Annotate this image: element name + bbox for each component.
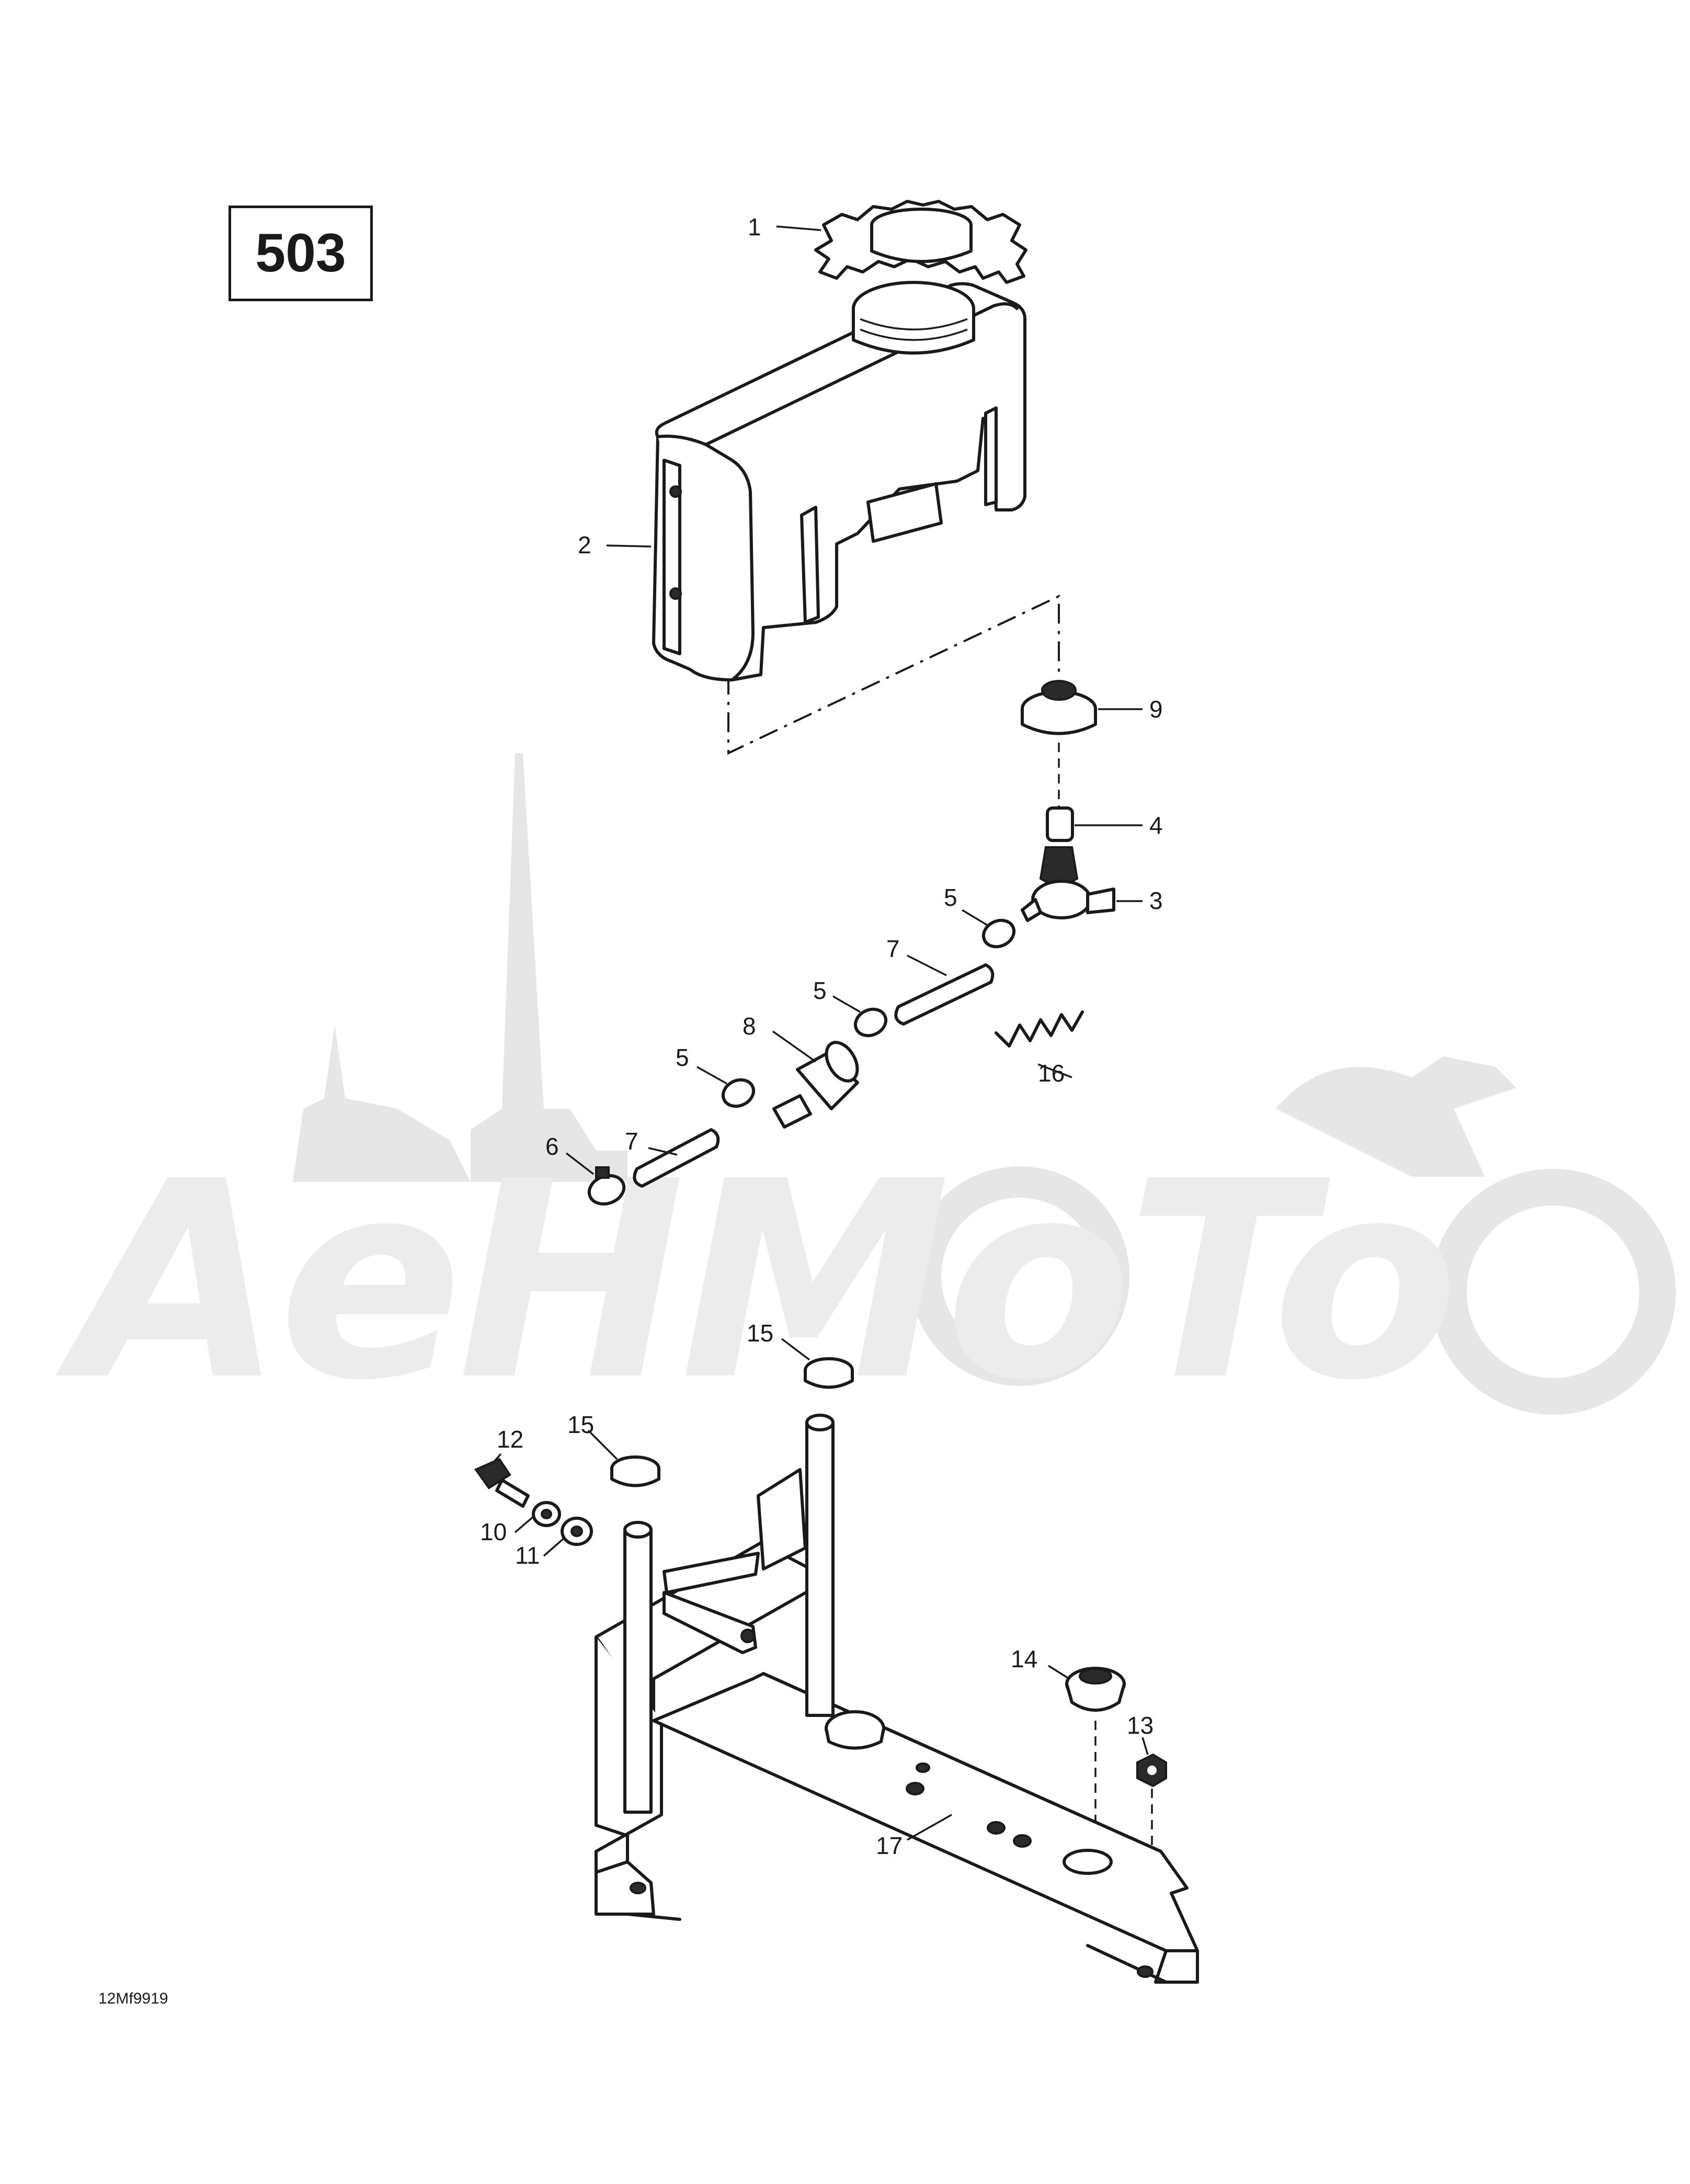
watermark: AeHMoTo [52, 753, 1676, 1440]
callout-6: 6 [545, 1133, 559, 1160]
callout-5-middle: 5 [813, 977, 827, 1004]
page-number-box: 503 [229, 206, 373, 301]
callout-10: 10 [480, 1518, 507, 1545]
part-5-hose-clamps [721, 918, 1016, 1108]
leader-lines [490, 225, 1149, 1841]
callout-17: 17 [876, 1832, 903, 1859]
part-14-grommet [1065, 1667, 1126, 1862]
callout-2: 2 [578, 531, 591, 559]
part-17-support-frame [595, 1414, 1199, 1984]
watermark-wheel-rear [910, 1166, 1129, 1386]
part-8-fuel-filter [772, 1041, 859, 1129]
callout-5-lower: 5 [676, 1044, 689, 1071]
part-10-11-washers [532, 1501, 593, 1546]
callout-4: 4 [1149, 812, 1163, 839]
part-9-grommet [1021, 680, 1097, 735]
part-4-fuel-pickup [1046, 743, 1074, 842]
callout-9: 9 [1149, 696, 1163, 723]
callout-5-upper: 5 [944, 884, 957, 911]
part-16-spring [995, 1010, 1084, 1048]
assembly-path-line [727, 594, 1060, 755]
callout-8: 8 [743, 1013, 756, 1040]
callout-13: 13 [1127, 1712, 1154, 1739]
part-6-clamp [587, 1166, 626, 1206]
callout-7-lower: 7 [625, 1128, 638, 1155]
drawing-code: 12Mf9919 [98, 1990, 168, 2007]
callout-15-upper: 15 [747, 1320, 773, 1347]
callout-7-upper: 7 [886, 935, 900, 962]
watermark-wheel-front [1430, 1169, 1676, 1415]
callout-15-lower: 15 [567, 1411, 594, 1438]
page-number: 503 [255, 223, 346, 283]
part-2-fuel-tank [652, 281, 1026, 681]
watermark-text: AeHMoTo [52, 1123, 1454, 1440]
callout-1: 1 [748, 213, 761, 241]
callout-12: 12 [497, 1426, 523, 1453]
part-1-tank-cap [814, 200, 1027, 284]
watermark-motorcycle [1276, 1056, 1516, 1177]
watermark-spire [471, 753, 627, 1182]
callout-14: 14 [1011, 1645, 1037, 1673]
part-12-bolt [474, 1458, 530, 1508]
callout-labels: 1 2 9 4 3 5 7 5 8 5 16 7 6 15 12 15 10 1… [480, 213, 1163, 1859]
watermark-dome [293, 1025, 471, 1182]
callout-11: 11 [515, 1542, 540, 1569]
callout-3: 3 [1149, 887, 1163, 914]
part-3-fuel-cock [1021, 846, 1115, 922]
part-15-grommets [610, 1357, 854, 1487]
part-7-fuel-hoses [633, 963, 995, 1188]
callout-16: 16 [1038, 1060, 1065, 1087]
